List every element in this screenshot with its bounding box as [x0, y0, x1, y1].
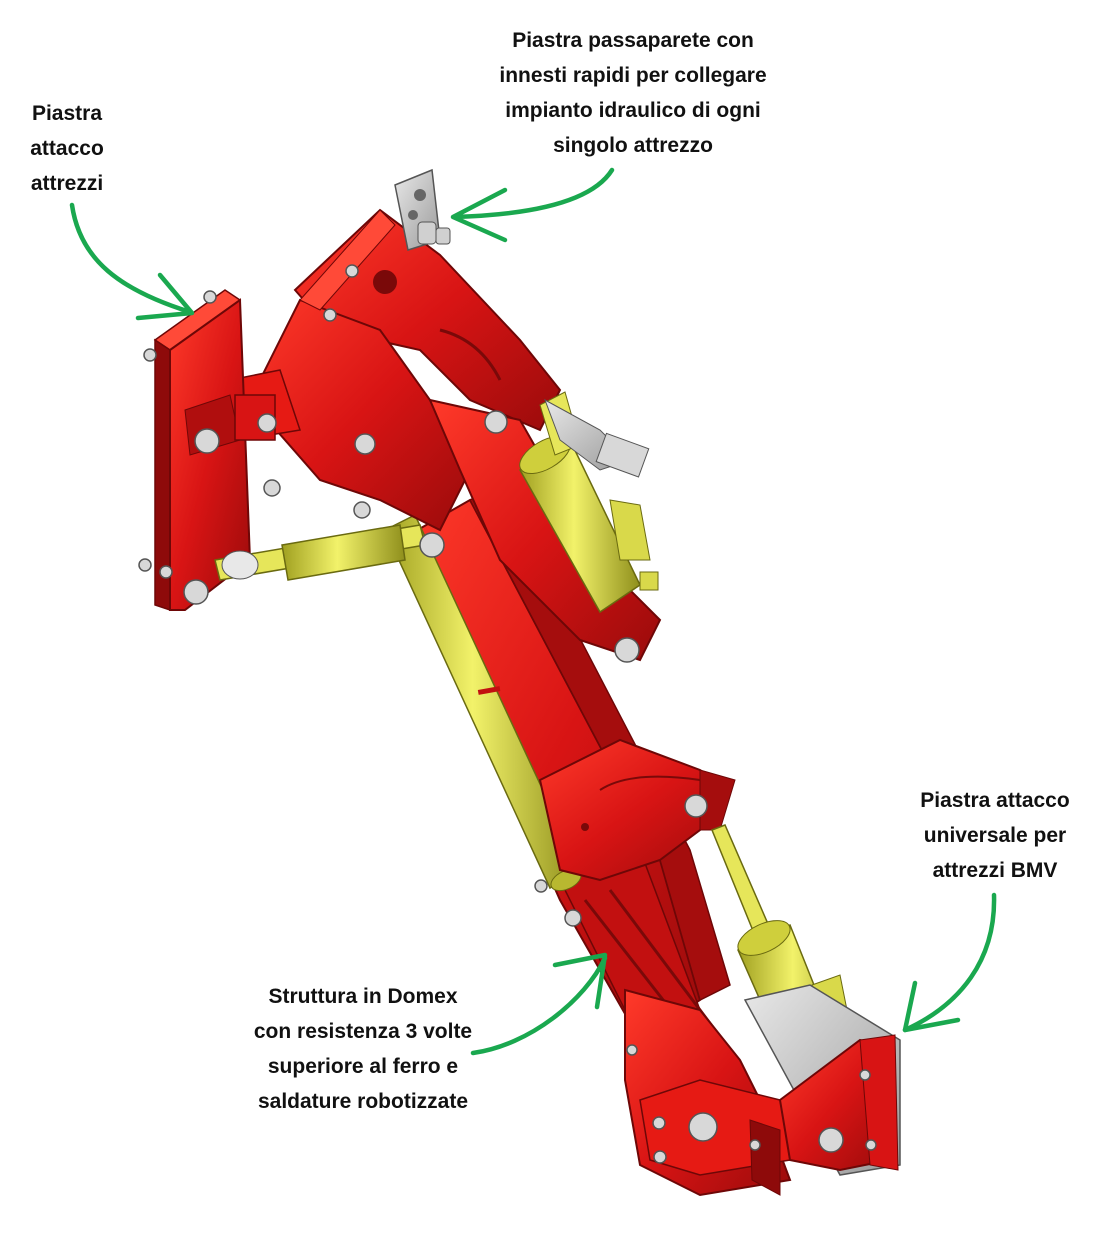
- callout-tool-attachment-plate: Piastra attacco attrezzi: [12, 96, 122, 201]
- callout-arrows: [69, 167, 997, 1056]
- callout-universal-plate: Piastra attacco universale per attrezzi …: [900, 783, 1090, 888]
- tilt-cylinder: [214, 524, 426, 581]
- upper-right-cylinder: [518, 391, 659, 614]
- green-curved-arrow: [902, 892, 997, 1033]
- callout-line: Struttura in Domex: [268, 985, 458, 1008]
- callout-line: innesti rapidi per collegare: [499, 64, 767, 87]
- callout-passthrough-plate: Piastra passaparete con innesti rapidi p…: [478, 23, 788, 163]
- tool-attachment-plate: [153, 289, 276, 612]
- bolts: [138, 264, 877, 1164]
- upper-head: [229, 208, 662, 662]
- boom-cylinder: [384, 513, 582, 892]
- green-curved-arrow: [450, 167, 615, 243]
- green-curved-arrow: [69, 202, 195, 321]
- callout-line: singolo attrezzo: [553, 134, 713, 157]
- callout-line: Piastra passaparete con: [512, 29, 754, 52]
- callout-line: saldature robotizzate: [257, 1090, 469, 1113]
- callout-line: attrezzi: [30, 172, 104, 195]
- universal-attachment-plate: [624, 984, 901, 1197]
- passthrough-plate: [394, 168, 451, 251]
- callout-line: Piastra: [31, 102, 103, 125]
- mid-knuckle: [538, 738, 736, 882]
- callout-line: Piastra attacco: [920, 789, 1070, 812]
- callout-domex-structure: Struttura in Domex con resistenza 3 volt…: [238, 979, 488, 1119]
- callout-line: attacco: [30, 137, 104, 160]
- callout-line: superiore al ferro e: [267, 1055, 459, 1078]
- callout-line: attrezzi BMV: [932, 859, 1058, 882]
- callout-line: universale per: [923, 824, 1067, 847]
- callout-line: impianto idraulico di ogni: [505, 99, 761, 122]
- callout-line: con resistenza 3 volte: [253, 1020, 473, 1043]
- green-curved-arrow: [470, 952, 608, 1056]
